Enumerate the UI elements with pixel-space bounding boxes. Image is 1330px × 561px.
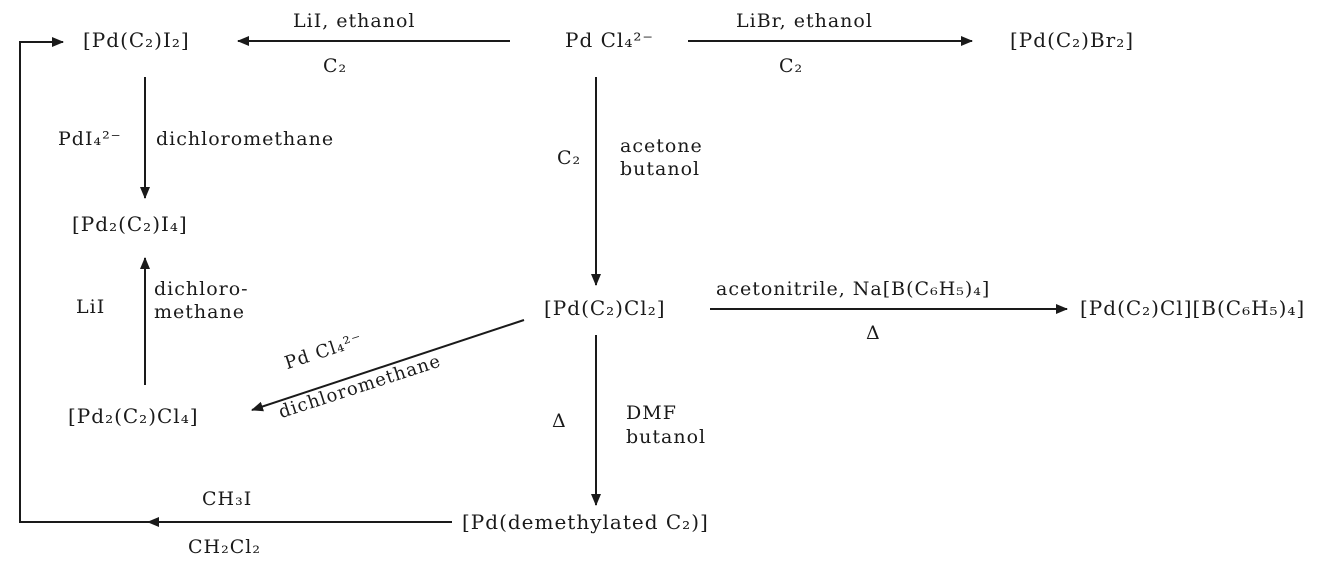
condition-acetone: acetone [620,135,703,157]
condition-dichloromethane-iodide: dichloromethane [156,128,335,150]
compound-pd-c2-br2: [Pd(C₂)Br₂] [1010,28,1135,52]
condition-lii-ethanol: LiI, ethanol [293,10,416,32]
compound-pd-c2-cl2: [Pd(C₂)Cl₂] [544,296,666,320]
arrow-return-to-iodide [19,37,148,523]
condition-butanol-chloride: butanol [620,158,701,180]
condition-libr-ethanol: LiBr, ethanol [736,10,873,32]
arrow-to-chloro-dimer [251,319,525,412]
compound-pd-demethylated: [Pd(demethylated C₂)] [462,510,709,534]
condition-c2-bromide: C₂ [779,55,804,77]
condition-acetonitrile-nabph4: acetonitrile, Na[B(C₆H₅)₄] [716,278,991,300]
condition-lii: LiI [76,296,106,318]
compound-pd-c2-i2: [Pd(C₂)I₂] [83,28,190,52]
condition-heat-demethyl: Δ [552,410,567,432]
compound-pdcl4: Pd Cl₄²⁻ [565,28,654,52]
condition-dmf: DMF [626,402,677,424]
compound-pd2-c2-cl4: [Pd₂(C₂)Cl₄] [68,404,199,428]
condition-butanol-demethyl: butanol [626,426,707,448]
compound-pd-c2-cl-bph4: [Pd(C₂)Cl][B(C₆H₅)₄] [1080,296,1306,320]
condition-pdi4: PdI₄²⁻ [58,128,122,150]
compound-pd2-c2-i4: [Pd₂(C₂)I₄] [72,212,188,236]
condition-heat-cation: Δ [866,322,881,344]
condition-c2-iodide: C₂ [323,55,348,77]
condition-methane: methane [154,301,245,323]
condition-ch2cl2: CH₂Cl₂ [188,536,261,558]
condition-dichloro: dichloro- [154,278,249,300]
condition-c2-chloride: C₂ [557,147,582,169]
condition-ch3i: CH₃I [202,488,253,510]
